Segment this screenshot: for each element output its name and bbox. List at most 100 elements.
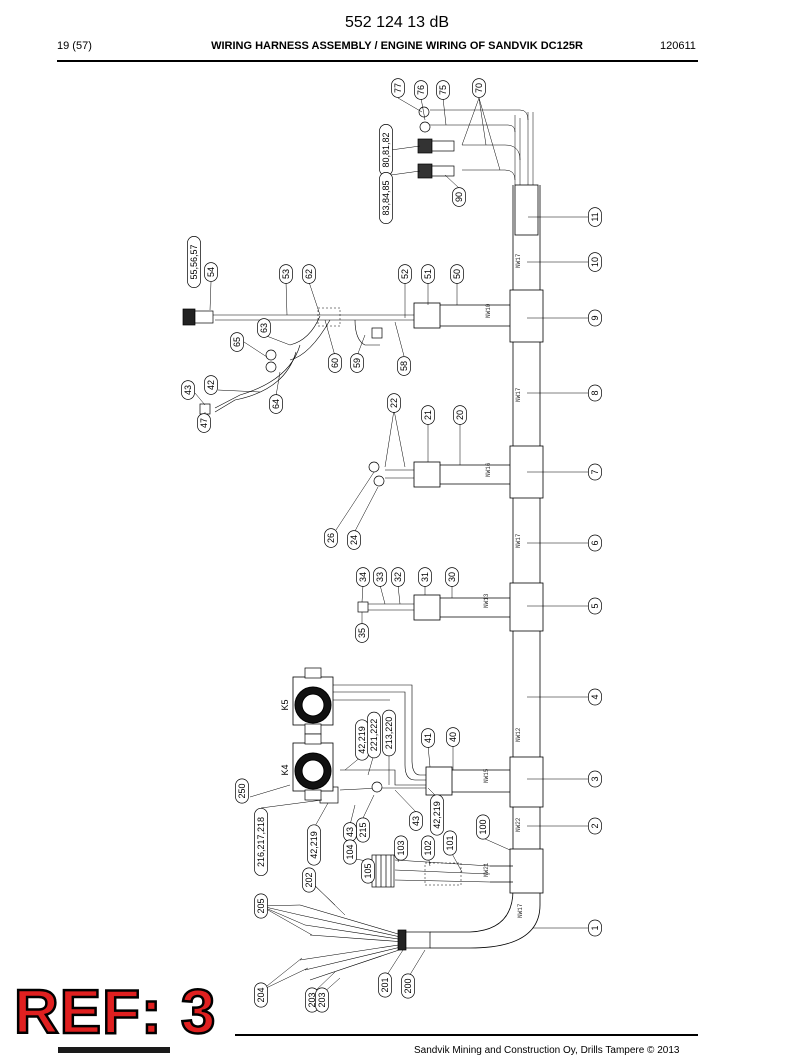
callout-90: 90 — [452, 187, 466, 207]
callout-bubble — [588, 817, 602, 835]
callout-text: 9 — [590, 315, 600, 320]
callout-bubble — [450, 264, 464, 284]
callout-bubble — [315, 987, 329, 1013]
callout-text: 201 — [380, 977, 390, 992]
callout-53: 53 — [279, 264, 293, 284]
callout-text: 2 — [590, 823, 600, 828]
callout-bubble — [230, 332, 244, 352]
callout-30: 30 — [445, 567, 459, 587]
callout-6: 6 — [588, 534, 602, 552]
callout-text: 6 — [590, 540, 600, 545]
callout-text: 21 — [423, 410, 433, 420]
page-title: WIRING HARNESS ASSEMBLY / ENGINE WIRING … — [211, 40, 583, 52]
callout-51: 51 — [421, 264, 435, 284]
callout-bubble — [356, 567, 370, 587]
callout-text: 3 — [590, 776, 600, 781]
callout-42-219: 42,219 — [430, 794, 444, 836]
callout-bubble — [588, 688, 602, 706]
callout-text: 53 — [281, 269, 291, 279]
callout-77: 77 — [391, 78, 405, 98]
callout-bubble — [588, 384, 602, 402]
callout-63: 63 — [257, 318, 271, 338]
callout-75: 75 — [436, 80, 450, 100]
callout-text: 103 — [396, 840, 406, 855]
callout-100: 100 — [476, 814, 490, 840]
callout-40: 40 — [446, 727, 460, 747]
relay-k5 — [292, 667, 334, 735]
callout-text: 43 — [411, 816, 421, 826]
callout-bubble — [418, 567, 432, 587]
callout-4: 4 — [588, 688, 602, 706]
callout-text: 30 — [447, 572, 457, 582]
callout-bubble — [588, 770, 602, 788]
callout-bubble — [430, 794, 444, 836]
wire-label: NW12 — [515, 727, 522, 742]
wire-label: NW17 — [515, 253, 522, 268]
callout-text: 216,217,218 — [256, 817, 266, 867]
callout-text: 77 — [393, 83, 403, 93]
callout-text: 42,219 — [432, 801, 442, 829]
callout-bubble — [350, 353, 364, 373]
callout-text: 250 — [237, 783, 247, 798]
callout-text: 83,84,85 — [381, 180, 391, 215]
callout-213-220: 213,220 — [382, 709, 396, 757]
callout-221-222: 221,222 — [367, 711, 381, 759]
callout-bubble — [394, 835, 408, 861]
callout-22: 22 — [387, 393, 401, 413]
relay-label-k5: K5 — [280, 699, 290, 710]
callout-text: 60 — [330, 358, 340, 368]
callout-bubble — [472, 78, 486, 98]
callout-21: 21 — [421, 405, 435, 425]
callout-33: 33 — [373, 567, 387, 587]
callout-bubble — [382, 709, 396, 757]
wire-label: NW13 — [483, 593, 490, 608]
callout-bubble — [387, 393, 401, 413]
callout-64: 64 — [269, 394, 283, 414]
callout-3: 3 — [588, 770, 602, 788]
callout-text: 4 — [590, 694, 600, 699]
leader-lines — [194, 97, 588, 995]
callout-5: 5 — [588, 597, 602, 615]
wire-labels: NW17 NW10 NW17 NW16 NW17 NW13 NW12 NW15 … — [483, 253, 524, 918]
callout-text: 34 — [358, 572, 368, 582]
wire-label: NW21 — [483, 862, 490, 877]
callout-42-219: 42,219 — [355, 719, 369, 761]
callout-bubble — [279, 264, 293, 284]
callout-bubble — [452, 187, 466, 207]
callout-text: 32 — [393, 572, 403, 582]
callout-47: 47 — [197, 413, 211, 433]
callout-76: 76 — [414, 80, 428, 100]
callout-bubble — [235, 778, 249, 804]
wire-label: NW22 — [515, 817, 522, 832]
callout-bubble — [269, 394, 283, 414]
trunk-junctions — [509, 184, 544, 894]
callout-bubble — [443, 830, 457, 856]
callout-text: 41 — [423, 733, 433, 743]
callout-text: 1 — [590, 925, 600, 930]
callout-bubble — [588, 534, 602, 552]
date-code: 120611 — [660, 40, 696, 52]
callout-bubble — [401, 973, 415, 999]
callout-text: 59 — [352, 358, 362, 368]
callout-bubble — [254, 807, 268, 877]
callout-1: 1 — [588, 919, 602, 937]
callout-bubble — [197, 413, 211, 433]
callout-8: 8 — [588, 384, 602, 402]
document-number: 552 124 13 dB — [344, 14, 450, 31]
callout-bubble — [414, 80, 428, 100]
callout-34: 34 — [356, 567, 370, 587]
callout-text: 5 — [590, 603, 600, 608]
callout-43: 43 — [343, 822, 357, 842]
callout-bubble — [373, 567, 387, 587]
callout-10: 10 — [588, 252, 602, 272]
callout-text: 24 — [349, 535, 359, 545]
callout-24: 24 — [347, 530, 361, 550]
callout-text: 35 — [357, 628, 367, 638]
logo-strip — [58, 1047, 170, 1053]
callout-text: 20 — [455, 410, 465, 420]
callout-text: 43 — [183, 385, 193, 395]
callout-bubble — [302, 264, 316, 284]
callout-text: 63 — [259, 323, 269, 333]
callout-bubble — [187, 236, 201, 288]
callout-text: 65 — [232, 337, 242, 347]
